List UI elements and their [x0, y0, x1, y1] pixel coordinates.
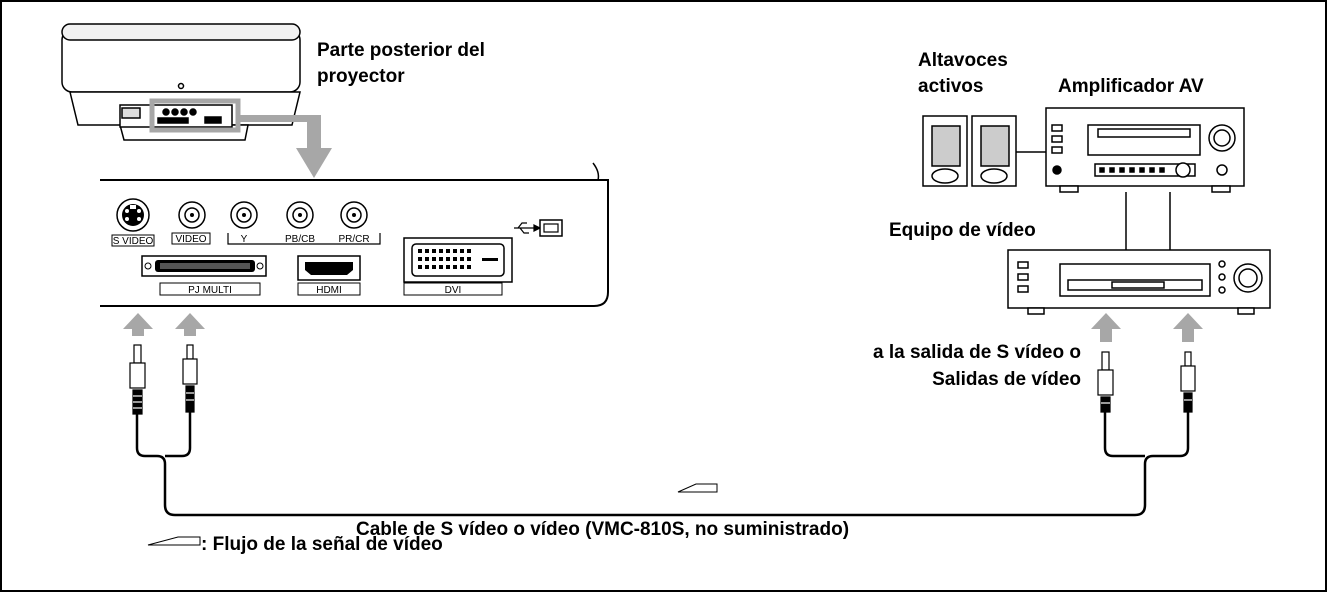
port-label-hdmi: HDMI [316, 285, 342, 296]
output-label-line2: Salidas de vídeo [932, 369, 1081, 390]
video-plug-left [182, 344, 198, 413]
pb-cb-jack [286, 201, 314, 229]
legend-label: : Flujo de la señal de vídeo [201, 534, 443, 555]
pj-multi-connector [141, 255, 267, 296]
active-speakers [922, 115, 1046, 187]
projector-back-label-line1: Parte posterior del [317, 40, 485, 61]
signal-flow-legend-icon [147, 536, 201, 546]
cable-label: Cable de S vídeo o vídeo (VMC-810S, no s… [356, 519, 850, 540]
projector-input-arrows [123, 313, 205, 336]
signal-flow-arrow [677, 483, 718, 493]
av-amplifier-label: Amplificador AV [1058, 76, 1204, 97]
video-equipment [1007, 249, 1271, 315]
port-label-video: VIDEO [175, 234, 206, 245]
usb-icon [514, 219, 563, 237]
dvi-connector [403, 237, 513, 296]
port-label-pb-cb: PB/CB [285, 234, 315, 245]
video-jack [171, 201, 211, 245]
av-amplifier [1045, 107, 1245, 193]
port-label-y: Y [241, 234, 248, 245]
s-video-jack [111, 198, 155, 247]
video-plug-right [1180, 351, 1196, 413]
cable-line [135, 412, 1190, 517]
port-label-s-video: S VIDEO [113, 236, 154, 247]
hdmi-connector [297, 255, 361, 296]
projector-zoom-arrow [238, 115, 332, 178]
s-video-plug-left [129, 344, 146, 415]
port-label-pj-multi: PJ MULTI [188, 285, 232, 296]
s-video-plug-right [1097, 351, 1114, 413]
speakers-label-line1: Altavoces [918, 50, 1008, 71]
pr-cr-jack [340, 201, 368, 229]
port-label-dvi: DVI [445, 285, 462, 296]
amp-to-video-lines [1125, 192, 1171, 250]
video-equipment-output-arrows [1091, 313, 1203, 342]
projector-back-label-line2: proyector [317, 66, 405, 87]
connector-panel: S VIDEO VIDEO Y PB/CB PR/CR PJ MULTI HDM… [100, 162, 609, 307]
y-jack [230, 201, 258, 229]
projector-illustration [61, 23, 301, 141]
video-equipment-label: Equipo de vídeo [889, 220, 1036, 241]
speakers-label-line2: activos [918, 76, 984, 97]
output-label-line1: a la salida de S vídeo o [872, 342, 1081, 363]
port-label-pr-cr: PR/CR [338, 234, 369, 245]
